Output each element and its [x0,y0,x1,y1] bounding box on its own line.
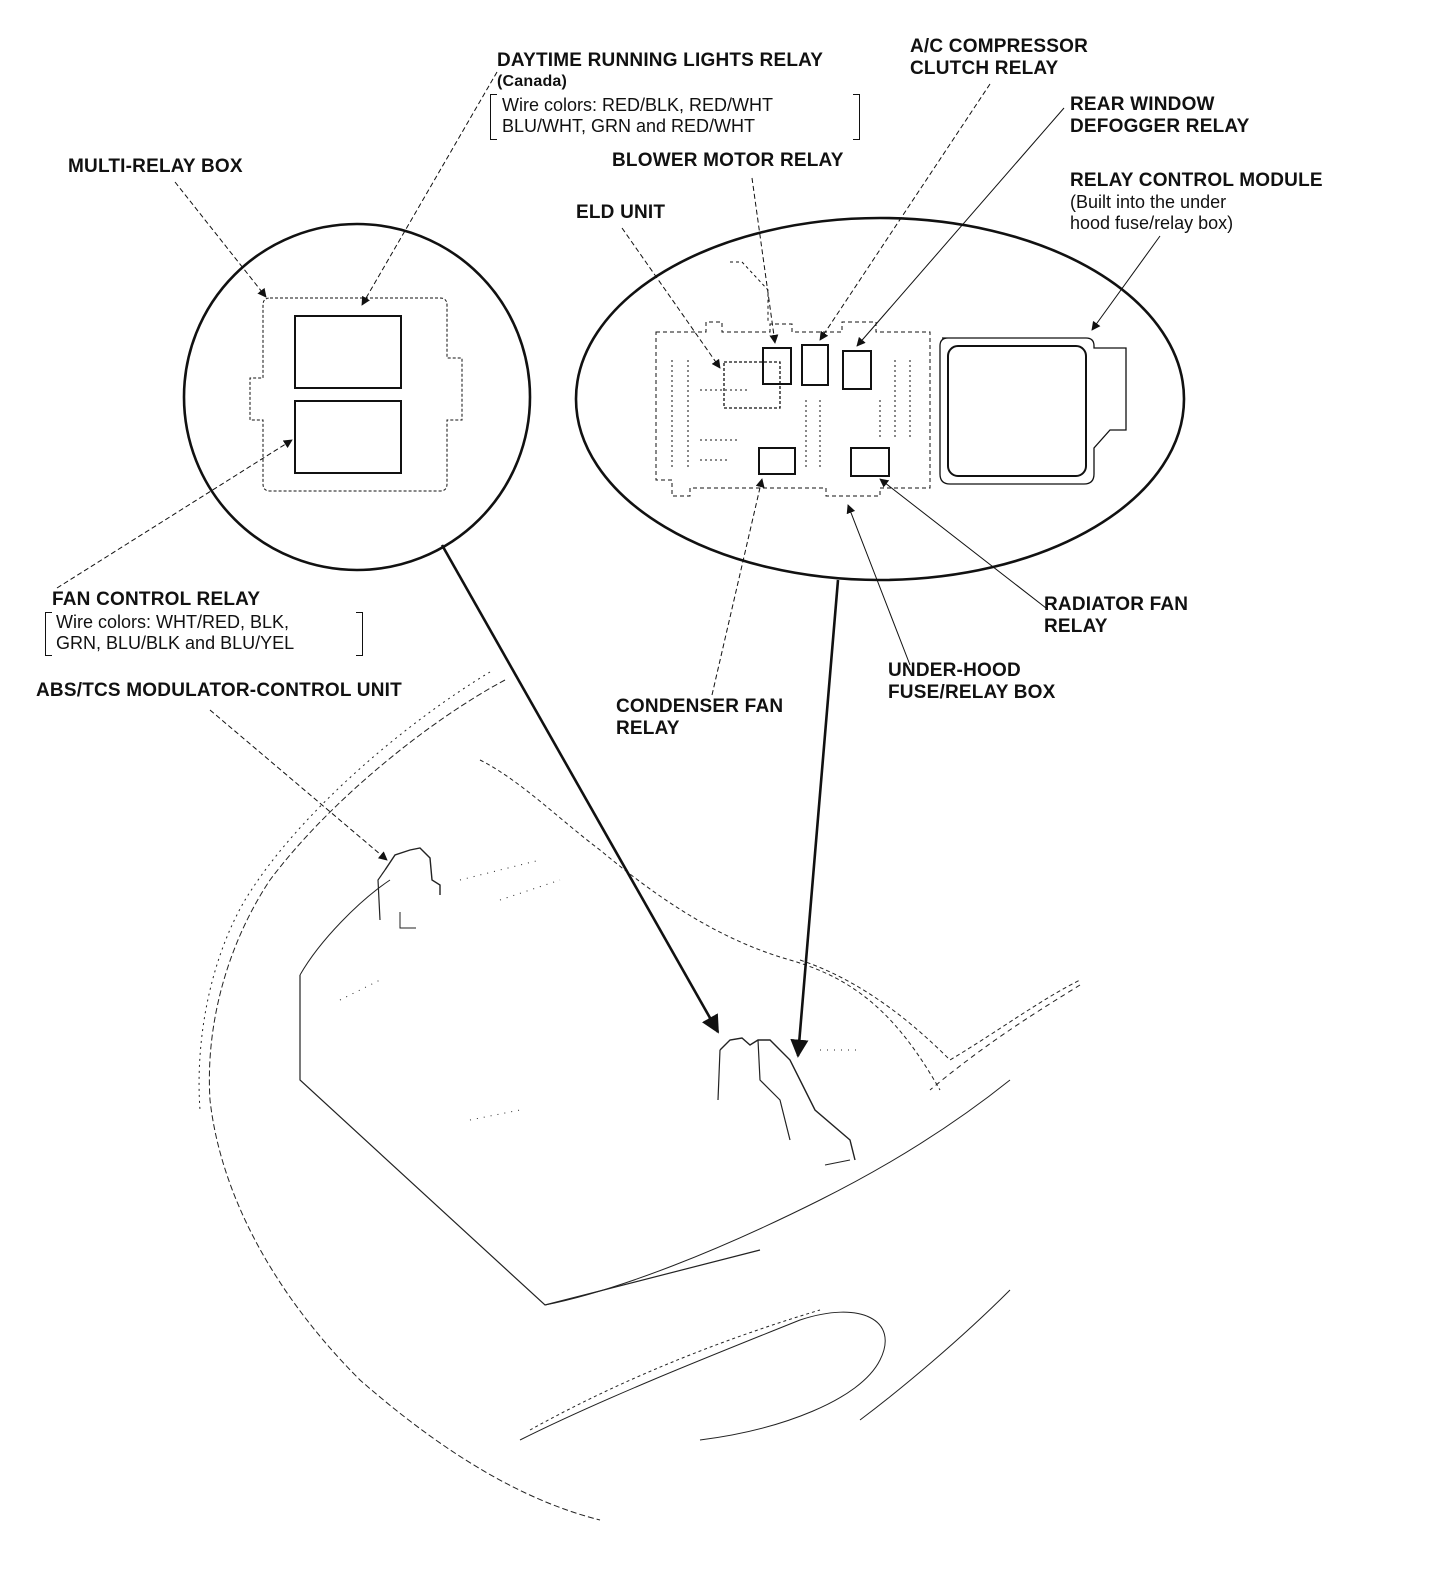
label-eld-unit: ELD UNIT [576,202,666,223]
fuse-box-housing-side [717,1039,791,1141]
rear-defogger-relay-socket [842,350,872,390]
label-fan-control-relay: FAN CONTROL RELAY [52,589,261,610]
label-relay-control-module: RELAY CONTROL MODULE [1070,170,1323,191]
drl-wire-colors: Wire colors: RED/BLK, RED/WHT BLU/WHT, G… [502,95,773,137]
fender-left [299,975,761,1306]
fan-wire-bracket-right [356,612,363,656]
under-hood-fuse-box-detail [574,216,1186,582]
fan-wire-bracket-left [45,612,52,656]
condenser-fan-line2: RELAY [616,718,680,739]
radiator-fan-line1: RADIATOR FAN [1044,594,1189,615]
ac-compressor-line2: CLUTCH RELAY [910,58,1059,79]
location-arrow-under-hood [790,579,840,1058]
relay-control-module [947,345,1087,477]
drl-relay-socket [294,315,402,389]
under-hood-line2: FUSE/RELAY BOX [888,682,1056,703]
leader-radiator-fan [879,478,1047,609]
multi-relay-box-detail [182,222,532,572]
engine-bay-speckle [339,859,860,1121]
abs-unit-shape [384,847,441,895]
relay-control-line2: (Built into the under [1070,192,1227,212]
condenser-fan-line1: CONDENSER FAN [616,696,784,717]
radiator-fan-relay-socket [850,447,890,477]
rear-window-line2: DEFOGGER RELAY [1070,116,1250,137]
drl-relay-title: DAYTIME RUNNING LIGHTS RELAY [497,50,824,71]
label-under-hood-fuse-box: UNDER-HOOD FUSE/RELAY BOX [888,660,1056,704]
leader-drl-relay [361,71,498,306]
location-arrow-multi-relay [440,544,720,1034]
leader-abs-tcs [209,709,388,861]
leader-eld-unit [621,227,721,369]
label-radiator-fan-relay: RADIATOR FAN RELAY [1044,594,1188,638]
bumper-lip [529,1309,821,1431]
abs-unit-bracket [399,912,416,929]
drl-wire-line1: Wire colors: RED/BLK, RED/WHT [502,95,774,115]
bumper-lower [519,1311,886,1441]
fender-right [799,959,1081,1061]
vehicle-body-illustration [198,671,1081,1521]
relay-control-note: (Built into the under hood fuse/relay bo… [1070,192,1233,234]
relay-control-module-housing [939,337,1127,485]
blower-motor-relay-socket [762,347,792,385]
ac-compressor-relay-socket [801,344,829,386]
leader-multi-relay-box [174,181,267,298]
abs-unit-base [377,869,386,921]
engine-cover [299,879,391,976]
fan-wire-line2: GRN, BLU/BLK and BLU/YEL [56,633,295,653]
label-rear-window-defogger-relay: REAR WINDOW DEFOGGER RELAY [1070,94,1249,138]
fuse-box-top-tab [730,261,769,322]
leader-under-hood [846,504,911,666]
relay-control-line3: hood fuse/relay box) [1070,213,1234,233]
leader-blower-motor [751,177,779,344]
magnify-ellipse-right [574,216,1186,582]
label-drl-relay: DAYTIME RUNNING LIGHTS RELAY (Canada) [497,50,823,91]
grille-line [859,1289,1011,1421]
drl-wire-bracket-right [853,94,860,140]
rear-window-line1: REAR WINDOW [1070,94,1215,115]
under-hood-line1: UNDER-HOOD [888,660,1021,681]
label-ac-compressor-relay: A/C COMPRESSOR CLUTCH RELAY [910,36,1088,80]
ac-compressor-line1: A/C COMPRESSOR [910,36,1089,57]
fuse-box-internal-detail [671,360,911,470]
leader-rear-defogger [856,107,1065,347]
label-abs-tcs-unit: ABS/TCS MODULATOR-CONTROL UNIT [36,680,402,701]
leader-condenser-fan [711,478,765,696]
drl-relay-note: (Canada) [497,73,568,90]
multi-relay-box-outline [249,297,463,492]
label-condenser-fan-relay: CONDENSER FAN RELAY [616,696,783,740]
bumper-front [544,1079,1011,1306]
leader-ac-compressor [819,83,991,341]
condenser-fan-relay-socket [758,447,796,475]
drl-wire-bracket-left [490,94,497,140]
fan-control-wire-colors: Wire colors: WHT/RED, BLK, GRN, BLU/BLK … [56,612,294,654]
leader-fan-control-relay [56,439,293,589]
eld-unit-outline [723,361,781,409]
fuse-box-housing-base [824,1159,851,1166]
callout-leaders [56,71,1161,1058]
fuse-box-housing-car [719,1037,856,1161]
label-blower-motor-relay: BLOWER MOTOR RELAY [612,150,844,171]
fan-wire-line1: Wire colors: WHT/RED, BLK, [56,612,290,632]
headlight-right [929,984,1081,1091]
magnify-circle-left [182,222,532,572]
label-multi-relay-box: MULTI-RELAY BOX [68,156,243,177]
hood-outline [208,679,601,1521]
drl-wire-line2: BLU/WHT, GRN and RED/WHT [502,116,756,136]
radiator-fan-line2: RELAY [1044,616,1108,637]
fan-control-relay-socket [294,400,402,474]
fuse-box-outline [655,321,931,497]
leader-relay-control [1091,235,1161,331]
windshield-cowl [479,759,941,1091]
